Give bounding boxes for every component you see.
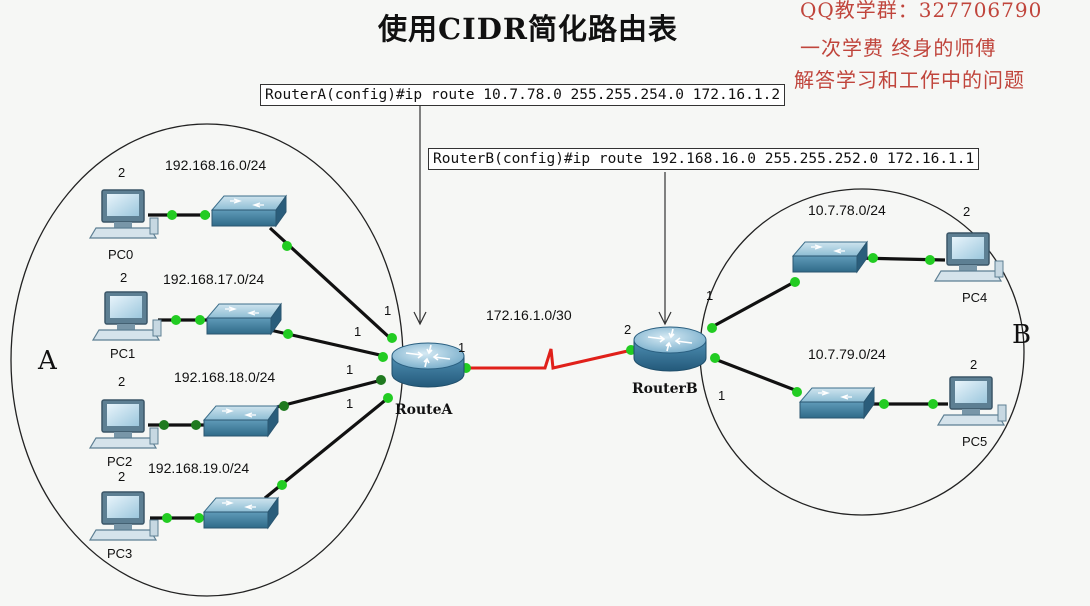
pc-icon[interactable] — [92, 291, 162, 341]
pc-port-label: 2 — [118, 165, 126, 180]
router-port-label: 1 — [384, 303, 392, 318]
router-a-command-box: RouterA(config)#ip route 10.7.78.0 255.2… — [260, 84, 786, 106]
lan-network-label: 192.168.17.0/24 — [163, 271, 265, 287]
lan-network-label: 192.168.18.0/24 — [174, 369, 276, 385]
router-b-command-box: RouterB(config)#ip route 192.168.16.0 25… — [428, 148, 980, 170]
pc-name-label: PC0 — [108, 247, 134, 262]
lan-network-label: 10.7.78.0/24 — [808, 202, 886, 218]
router-port-label: 1 — [706, 288, 714, 303]
router-port-label: 1 — [354, 324, 362, 339]
pc-name-label: PC1 — [110, 346, 136, 361]
pc-port-label: 2 — [970, 357, 978, 372]
router-icon[interactable] — [391, 342, 465, 388]
lan-network-label: 192.168.16.0/24 — [165, 157, 267, 173]
pc-name-label: PC4 — [962, 290, 988, 305]
router-port-label: 1 — [346, 396, 354, 411]
pc-name-label: PC5 — [962, 434, 988, 449]
switch-icon[interactable] — [799, 387, 875, 419]
switch-icon[interactable] — [792, 241, 868, 273]
page-title: 使用CIDR简化路由表 — [378, 12, 678, 46]
pc-icon[interactable] — [937, 376, 1007, 426]
area-a-label: A — [38, 346, 57, 376]
pc-name-label: PC2 — [107, 454, 133, 469]
wan-serial-link — [466, 348, 633, 370]
pc-icon[interactable] — [934, 232, 1004, 282]
switch-icon[interactable] — [203, 497, 279, 529]
router-a-wan-port-label: 1 — [458, 340, 466, 355]
command-pointer-a — [413, 106, 427, 326]
lan-network-label: 192.168.19.0/24 — [148, 460, 250, 476]
area-b-label: B — [1012, 320, 1032, 350]
command-pointer-b — [658, 172, 672, 326]
router-port-label: 1 — [718, 388, 726, 403]
wan-network-label: 172.16.1.0/30 — [486, 307, 572, 323]
pc-port-label: 2 — [120, 270, 128, 285]
promo-line-1: QQ教学群：327706790 — [800, 0, 1043, 22]
switch-icon[interactable] — [206, 303, 282, 335]
switch-icon[interactable] — [203, 405, 279, 437]
lan-b-links — [709, 256, 948, 406]
pc-port-label: 2 — [963, 204, 971, 219]
pc-port-label: 2 — [118, 469, 126, 484]
router-b-wan-port-label: 2 — [624, 322, 632, 337]
promo-line-2: 一次学费 终身的师傅 — [800, 36, 997, 60]
pc-icon[interactable] — [89, 491, 159, 541]
pc-port-label: 2 — [118, 374, 126, 389]
router-icon[interactable] — [633, 326, 707, 372]
router-a-label: RouteA — [395, 402, 453, 418]
pc-name-label: PC3 — [107, 546, 133, 561]
lan-network-label: 10.7.79.0/24 — [808, 346, 886, 362]
router-b-label: RouterB — [632, 381, 698, 397]
router-port-label: 1 — [346, 362, 354, 377]
promo-line-3: 解答学习和工作中的问题 — [794, 68, 1025, 92]
pc-icon[interactable] — [89, 399, 159, 449]
switch-icon[interactable] — [211, 195, 287, 227]
pc-icon[interactable] — [89, 189, 159, 239]
